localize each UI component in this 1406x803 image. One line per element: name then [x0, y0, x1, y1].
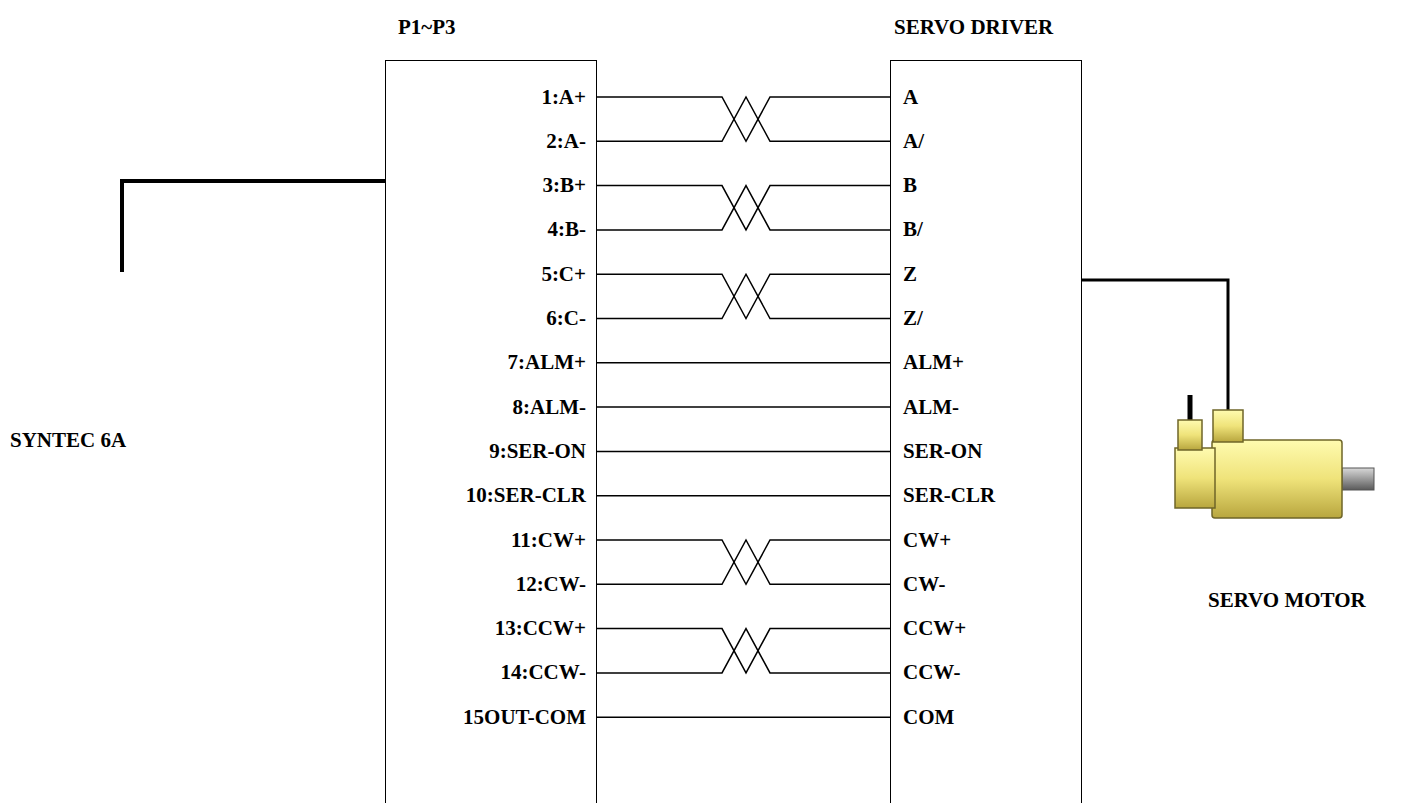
pin-name: 1:A+ — [541, 85, 586, 109]
pin-name: 9:SER-ON — [489, 439, 586, 463]
pin-name: 5:C+ — [541, 262, 586, 286]
motor-end-cap — [1175, 448, 1215, 508]
pin-name: 13:CCW+ — [495, 616, 586, 640]
pin-name: 15OUT-COM — [463, 705, 586, 729]
pin-name: Z/ — [903, 306, 923, 330]
signal-wire — [597, 716, 890, 718]
power-connector — [1213, 410, 1243, 442]
twisted-pair-wire — [597, 186, 890, 230]
device-name: SYNTEC 6A — [10, 428, 126, 452]
pin-name: 8:ALM- — [513, 395, 586, 419]
pin-name: 3:B+ — [543, 173, 586, 197]
node-heading: SERVO DRIVER — [894, 15, 1053, 39]
twisted-pair-wire — [597, 97, 890, 141]
twisted-pair-wire — [597, 274, 890, 318]
pin-name: CCW+ — [903, 616, 966, 640]
encoder-cable-stub — [1188, 395, 1193, 422]
signal-wire — [597, 495, 890, 497]
twisted-pair-wire — [597, 186, 890, 230]
pin-name: 6:C- — [546, 306, 586, 330]
pin-name: 14:CCW- — [500, 660, 586, 684]
servo-motor: SERVO MOTOR — [1170, 410, 1375, 615]
pin-name: 4:B- — [548, 217, 587, 241]
twisted-pair-wire — [597, 540, 890, 584]
pin-name: 10:SER-CLR — [466, 483, 586, 507]
motor-cable — [1082, 280, 1228, 410]
connector-box: P1~P31:A+2:A-3:B+4:B-5:C+6:C-7:ALM+8:ALM… — [385, 60, 597, 803]
node-heading: SERVO MOTOR — [1208, 588, 1366, 612]
twisted-pair-wire — [597, 629, 890, 673]
pin-name: Z — [903, 262, 917, 286]
pin-name: 11:CW+ — [511, 528, 586, 552]
pin-name: A/ — [903, 129, 924, 153]
signal-wire — [597, 362, 890, 364]
pin-name: A — [903, 85, 918, 109]
controller-cable — [122, 181, 386, 272]
pin-name: 12:CW- — [516, 572, 586, 596]
pin-name: 2:A- — [546, 129, 586, 153]
motor-illustration — [1170, 410, 1375, 540]
pin-name: B/ — [903, 217, 923, 241]
pin-name: SER-ON — [903, 439, 982, 463]
pin-name: B — [903, 173, 917, 197]
twisted-pair-wire — [597, 540, 890, 584]
pin-name: 7:ALM+ — [508, 350, 586, 374]
pin-name: COM — [903, 705, 954, 729]
signal-wire — [597, 451, 890, 453]
pin-name: CW+ — [903, 528, 951, 552]
encoder-connector — [1178, 420, 1202, 450]
pin-name: SER-CLR — [903, 483, 995, 507]
pin-name: ALM+ — [903, 350, 964, 374]
pin-name: CW- — [903, 572, 945, 596]
twisted-pair-wire — [597, 274, 890, 318]
pin-name: ALM- — [903, 395, 959, 419]
motor-shaft — [1342, 468, 1374, 490]
pin-name: CCW- — [903, 660, 961, 684]
servo-driver-box: SERVO DRIVERAA/BB/ZZ/ALM+ALM-SER-ONSER-C… — [890, 60, 1082, 803]
twisted-pair-wire — [597, 629, 890, 673]
motor-body — [1212, 440, 1342, 518]
signal-wire — [597, 406, 890, 408]
twisted-pair-wire — [597, 97, 890, 141]
node-heading: P1~P3 — [398, 15, 456, 39]
